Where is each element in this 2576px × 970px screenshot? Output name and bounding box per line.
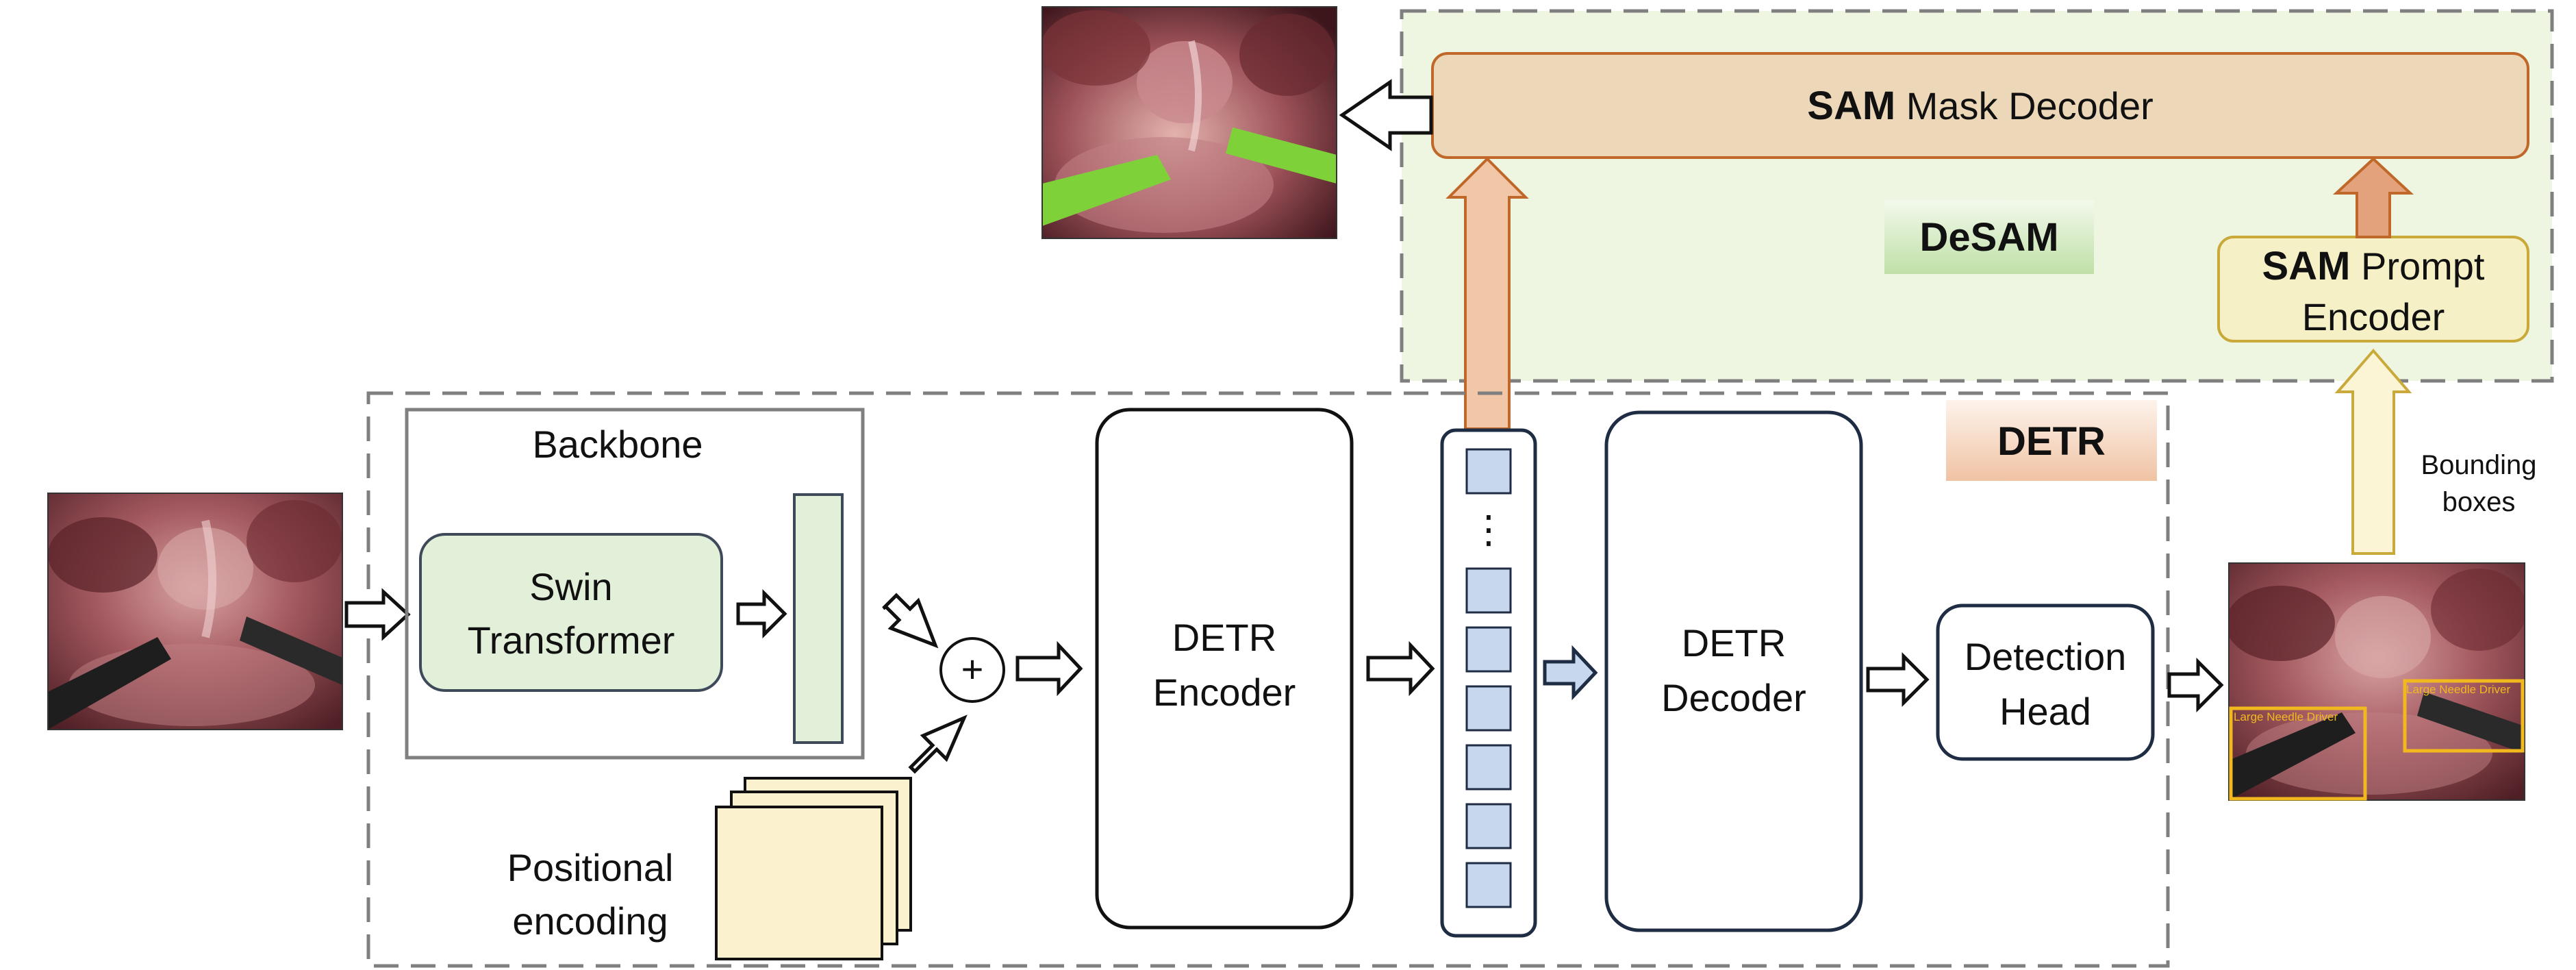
swin-label-line2: Transformer: [468, 619, 675, 662]
backbone-label: Backbone: [532, 423, 703, 466]
detection-box-right: [2403, 679, 2525, 753]
bounding-boxes-line1: Bounding: [2421, 450, 2536, 480]
arrow-detections-to-prompt: [2334, 348, 2412, 555]
token-1: [1465, 448, 1512, 495]
plus-symbol: +: [961, 647, 984, 691]
sam-prompt-encoder-label-line2: Encoder: [2302, 295, 2445, 338]
bounding-boxes-line2: boxes: [2442, 487, 2516, 517]
swin-transformer-box: [419, 533, 723, 692]
arrow-swin-to-feature: [736, 588, 787, 639]
input-left-instrument: [48, 637, 171, 730]
input-surgical-image: [48, 493, 342, 730]
detr-encoder-line1: DETR: [1172, 616, 1276, 659]
arrow-decoder-to-head: [1866, 651, 1930, 708]
token-7: [1465, 862, 1512, 908]
arrow-plus-to-encoder: [1015, 641, 1083, 697]
detection-box-left: [2229, 706, 2367, 801]
arrow-prompt-to-mask-decoder: [2332, 157, 2414, 238]
token-5: [1465, 744, 1512, 791]
detr-decoder-line2: Decoder: [1661, 676, 1806, 719]
mask-left-instrument: [1042, 155, 1171, 226]
add-operator: [939, 637, 1005, 703]
input-right-instrument: [240, 617, 342, 685]
positional-encoding-line1: Positional: [507, 846, 674, 889]
token-3: [1465, 626, 1512, 673]
token-2: [1465, 567, 1512, 614]
token-6: [1465, 803, 1512, 849]
token-column: [1440, 428, 1537, 938]
arrow-tokens-to-decoder: [1543, 645, 1598, 701]
detr-decoder-box: [1604, 410, 1863, 932]
detection-label-left: Large Needle Driver: [2234, 710, 2338, 723]
detection-head-box: [1936, 604, 2155, 761]
arrow-head-to-detections: [2167, 657, 2224, 713]
mask-right-instrument: [1226, 127, 1337, 184]
arrow-posenc-to-plus: [908, 714, 968, 774]
arrow-input-to-backbone: [344, 588, 411, 641]
token-4: [1465, 685, 1512, 732]
detr-title-badge: [1946, 400, 2157, 481]
arrow-encoder-to-tokens: [1366, 641, 1435, 697]
detr-encoder-box: [1095, 408, 1354, 930]
arrow-mask-to-image: [1339, 79, 1433, 151]
detection-head-line1: Detection: [1965, 635, 2127, 678]
pos-encoding-sheet-1: [715, 806, 883, 960]
swin-label-line1: Swin: [529, 565, 612, 608]
detection-head-line2: Head: [1999, 690, 2091, 733]
desam-title-badge: [1884, 200, 2094, 274]
detr-decoder-line1: DETR: [1682, 621, 1786, 664]
positional-encoding-line2: encoding: [512, 899, 668, 943]
backbone-box: [405, 408, 865, 760]
arrow-backbone-to-plus: [882, 593, 939, 649]
detr-title: DETR: [1997, 419, 2106, 464]
feature-map: [793, 493, 844, 744]
detection-label-right: Large Needle Driver: [2406, 683, 2510, 696]
desam-title: DeSAM: [1919, 215, 2058, 260]
sam-prompt-encoder-label-line1: SAM Prompt: [2262, 244, 2485, 288]
arrow-tokens-to-mask-decoder: [1445, 157, 1529, 430]
token-ellipsis: ⋮: [1469, 508, 1508, 551]
sam-mask-decoder-label: SAM Mask Decoder: [1807, 84, 2153, 128]
segmented-output-image: [1042, 7, 1337, 238]
detr-encoder-line2: Encoder: [1153, 671, 1296, 714]
